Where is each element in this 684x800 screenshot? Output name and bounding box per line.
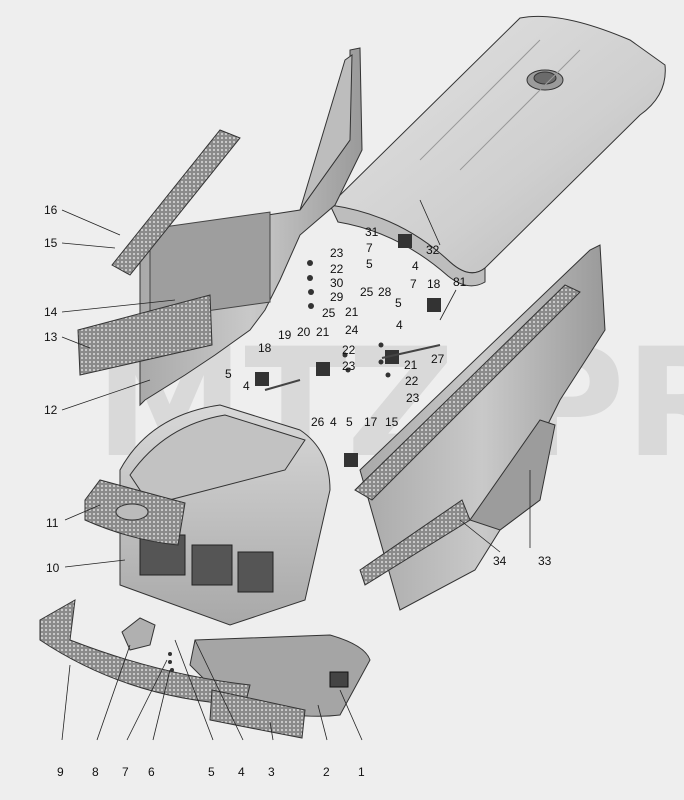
callout-6: 6 — [148, 765, 155, 779]
callout-21: 21 — [316, 325, 330, 339]
callout-labels: 16 15 14 13 12 11 10 9 8 7 6 5 4 3 2 1 1… — [44, 203, 552, 779]
callout-15: 15 — [44, 236, 58, 250]
callout-1: 1 — [358, 765, 365, 779]
callout-15: 15 — [385, 415, 399, 429]
callout-4: 4 — [396, 318, 403, 332]
callout-18: 18 — [427, 277, 441, 291]
callout-23: 23 — [330, 246, 344, 260]
callout-5: 5 — [346, 415, 353, 429]
callout-4: 4 — [330, 415, 337, 429]
bracket-8 — [121, 617, 156, 651]
callout-22: 22 — [342, 343, 356, 357]
headlight-1 — [329, 671, 349, 688]
callout-16: 16 — [44, 203, 58, 217]
callout-81: 81 — [453, 275, 467, 289]
leader-lines — [61, 199, 531, 741]
callout-27: 27 — [431, 352, 445, 366]
callout-22: 22 — [330, 262, 344, 276]
callout-23: 23 — [342, 359, 356, 373]
callout-2: 2 — [323, 765, 330, 779]
callout-20: 20 — [297, 325, 311, 339]
callout-12: 12 — [44, 403, 58, 417]
callout-14: 14 — [44, 305, 58, 319]
callout-7: 7 — [366, 241, 373, 255]
grille-3 — [209, 689, 306, 739]
callout-10: 10 — [46, 561, 60, 575]
callout-29: 29 — [330, 290, 344, 304]
callout-18: 18 — [258, 341, 272, 355]
callout-31: 31 — [365, 225, 379, 239]
callout-13: 13 — [44, 330, 58, 344]
callout-4: 4 — [243, 379, 250, 393]
side-grille-34 — [359, 499, 471, 586]
callout-28: 28 — [378, 285, 392, 299]
callout-5: 5 — [366, 257, 373, 271]
callout-7: 7 — [410, 277, 417, 291]
fasteners — [168, 234, 441, 672]
callout-26: 26 — [311, 415, 325, 429]
callout-22: 22 — [405, 374, 419, 388]
callout-24: 24 — [345, 323, 359, 337]
callout-3: 3 — [268, 765, 275, 779]
callout-23: 23 — [406, 391, 420, 405]
callout-33: 33 — [538, 554, 552, 568]
callout-9: 9 — [57, 765, 64, 779]
callout-4: 4 — [238, 765, 245, 779]
callout-8: 8 — [92, 765, 99, 779]
callout-17: 17 — [364, 415, 378, 429]
callout-30: 30 — [330, 276, 344, 290]
callout-4: 4 — [412, 259, 419, 273]
callout-21: 21 — [404, 358, 418, 372]
callout-11: 11 — [46, 516, 59, 530]
callout-25: 25 — [360, 285, 374, 299]
callout-7: 7 — [122, 765, 129, 779]
callout-21: 21 — [345, 305, 359, 319]
right-side-panel — [354, 244, 606, 611]
side-grille-13 — [77, 294, 213, 376]
bottom-grille-9 — [39, 599, 251, 706]
front-grille-11 — [84, 479, 186, 546]
callout-25: 25 — [322, 306, 336, 320]
top-hood-panel — [329, 15, 666, 287]
side-grille-27 — [354, 284, 581, 501]
callout-5: 5 — [208, 765, 215, 779]
side-grille-16 — [111, 129, 241, 276]
callout-5: 5 — [395, 296, 402, 310]
callout-5: 5 — [225, 367, 232, 381]
callout-32: 32 — [426, 243, 440, 257]
callout-34: 34 — [493, 554, 507, 568]
callout-19: 19 — [278, 328, 292, 342]
